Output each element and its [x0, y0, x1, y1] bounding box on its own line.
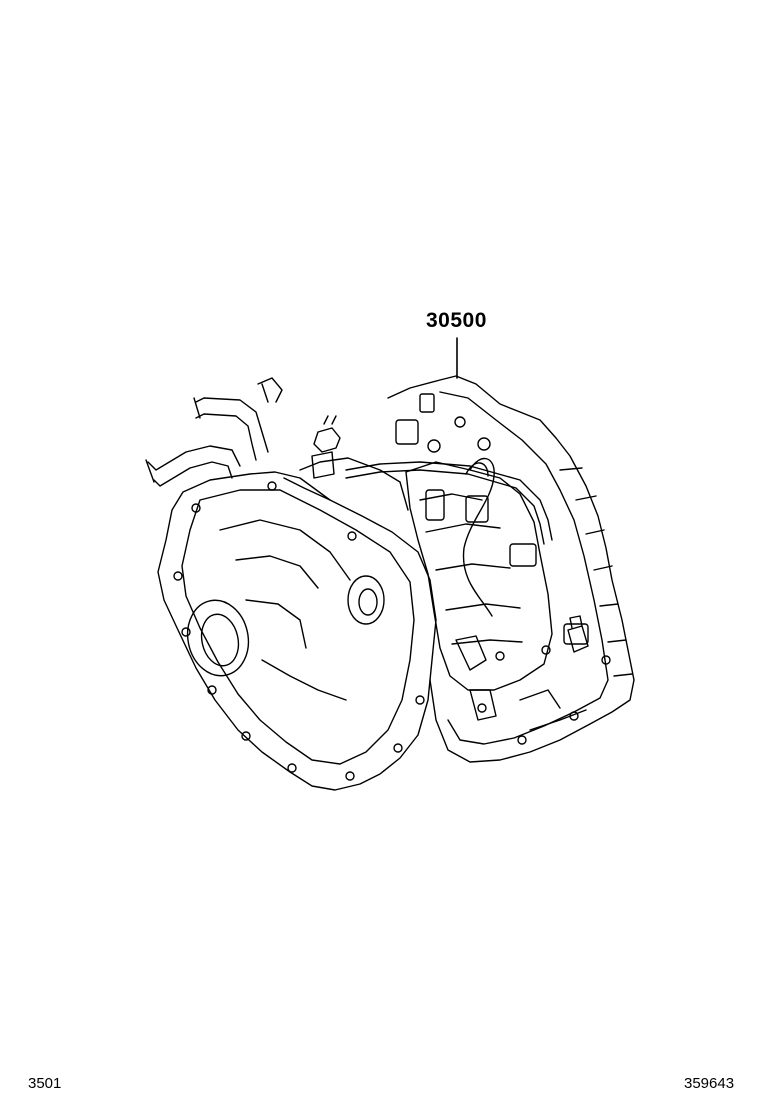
diagram-id-code: 359643 [684, 1075, 735, 1092]
input-shaft-boss [347, 575, 385, 625]
transmission-case-inner-edge [439, 391, 609, 745]
part-number-label: 30500 [426, 309, 487, 332]
cooler-pipe-end-cap [145, 397, 201, 483]
axle-seal-outer [186, 599, 250, 677]
input-shaft-center [358, 588, 378, 616]
diagram-section-code: 3501 [28, 1075, 62, 1092]
case-joining-flange [283, 457, 409, 511]
cooler-pipe-lower [147, 445, 241, 487]
transmission-case-outline [387, 375, 635, 763]
bell-housing-inner-ridge [219, 519, 351, 701]
cooler-pipe-bend [257, 377, 283, 403]
case-oil-pipe [345, 461, 553, 545]
valve-body-detail [419, 493, 523, 645]
wire-harness [462, 458, 495, 617]
cooler-pipe-upper [195, 397, 269, 461]
valve-body-outline [405, 461, 553, 691]
case-end-ribs [559, 467, 633, 677]
case-breather [567, 615, 589, 653]
bell-housing-outline [157, 471, 437, 791]
solenoid-connectors [395, 393, 589, 645]
case-bolts [477, 645, 611, 745]
bell-housing-inner-rim [181, 489, 415, 765]
top-sensor-connector [313, 415, 341, 453]
axle-seal-inner [200, 613, 240, 667]
top-sensor-stem [311, 451, 335, 479]
case-lower-details [455, 635, 587, 731]
bell-flange-bolts [173, 481, 425, 781]
